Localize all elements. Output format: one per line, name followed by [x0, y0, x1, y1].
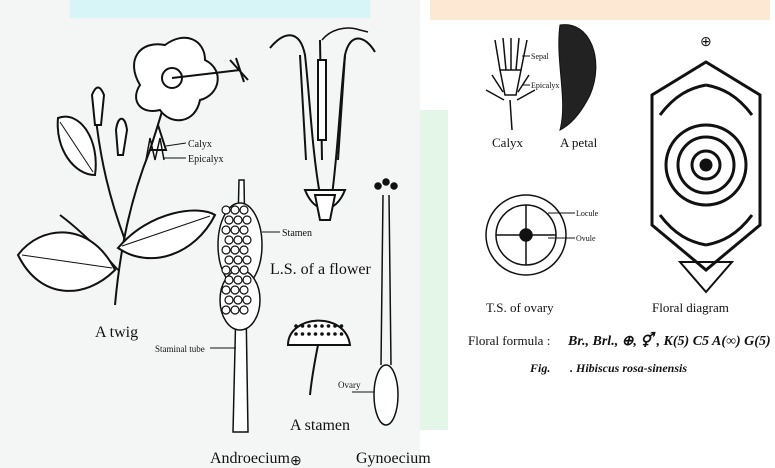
petal-drawing	[559, 25, 596, 130]
floral-diagram-symbol: ⊕	[700, 35, 712, 50]
floral-diagram-drawing	[652, 62, 760, 292]
ovule-label: Ovule	[576, 234, 596, 243]
epicalyx-label-right: Epicalyx	[531, 81, 559, 90]
a-petal-caption: A petal	[560, 135, 598, 150]
floral-formula-label: Floral formula :	[468, 333, 550, 348]
calyx-caption: Calyx	[492, 135, 524, 150]
ts-ovary-drawing	[486, 195, 566, 275]
floral-formula: Br., Brl., ⊕, ⚥ , K(5) C5 A(∞) G(5)	[567, 331, 771, 349]
fig-title: . Hibiscus rosa-sinensis	[570, 361, 687, 375]
floral-diagram-caption: Floral diagram	[652, 300, 729, 315]
fig-label: Fig.	[529, 361, 550, 375]
ts-ovary-caption: T.S. of ovary	[486, 300, 554, 315]
calyx-drawing	[486, 38, 535, 130]
locule-label: Locule	[576, 209, 599, 218]
sepal-label: Sepal	[531, 52, 550, 61]
